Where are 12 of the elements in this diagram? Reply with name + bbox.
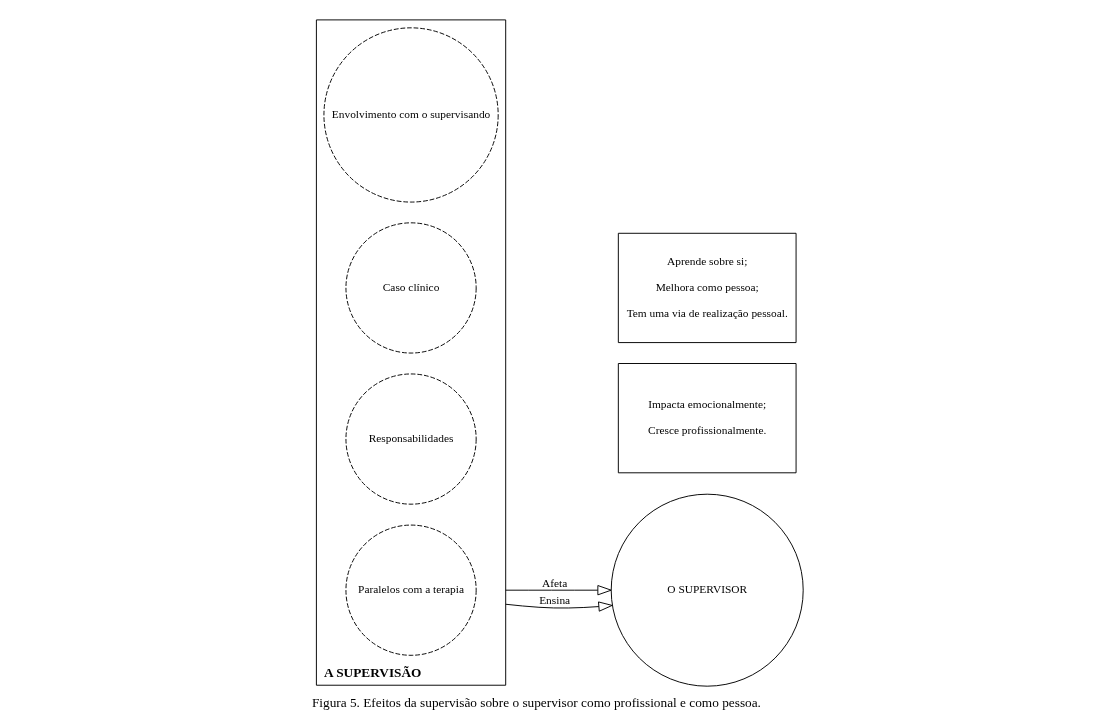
node-circle: Paralelos com a terapia: [345, 524, 477, 656]
node-circle: O SUPERVISOR: [610, 493, 804, 687]
edge-label: Afeta: [542, 576, 568, 589]
node-circle: Envolvimento com o supervisando: [323, 27, 499, 203]
node-circle: Caso clínico: [345, 222, 477, 354]
edge-label: Ensina: [539, 594, 571, 607]
arrow: [505, 601, 613, 612]
node-box: Impacta emocionalmente; Cresce profissionalmente.: [617, 363, 797, 474]
node-box: Aprende sobre si; Melhora como pessoa; Tem uma via de realização pessoal.: [617, 232, 797, 344]
node-circle: Responsabilidades: [345, 373, 477, 505]
caption: Figura 5. Efeitos da supervisão sobre o supervisor como profissional e como pessoa.: [311, 695, 761, 711]
arrow: [505, 585, 612, 596]
